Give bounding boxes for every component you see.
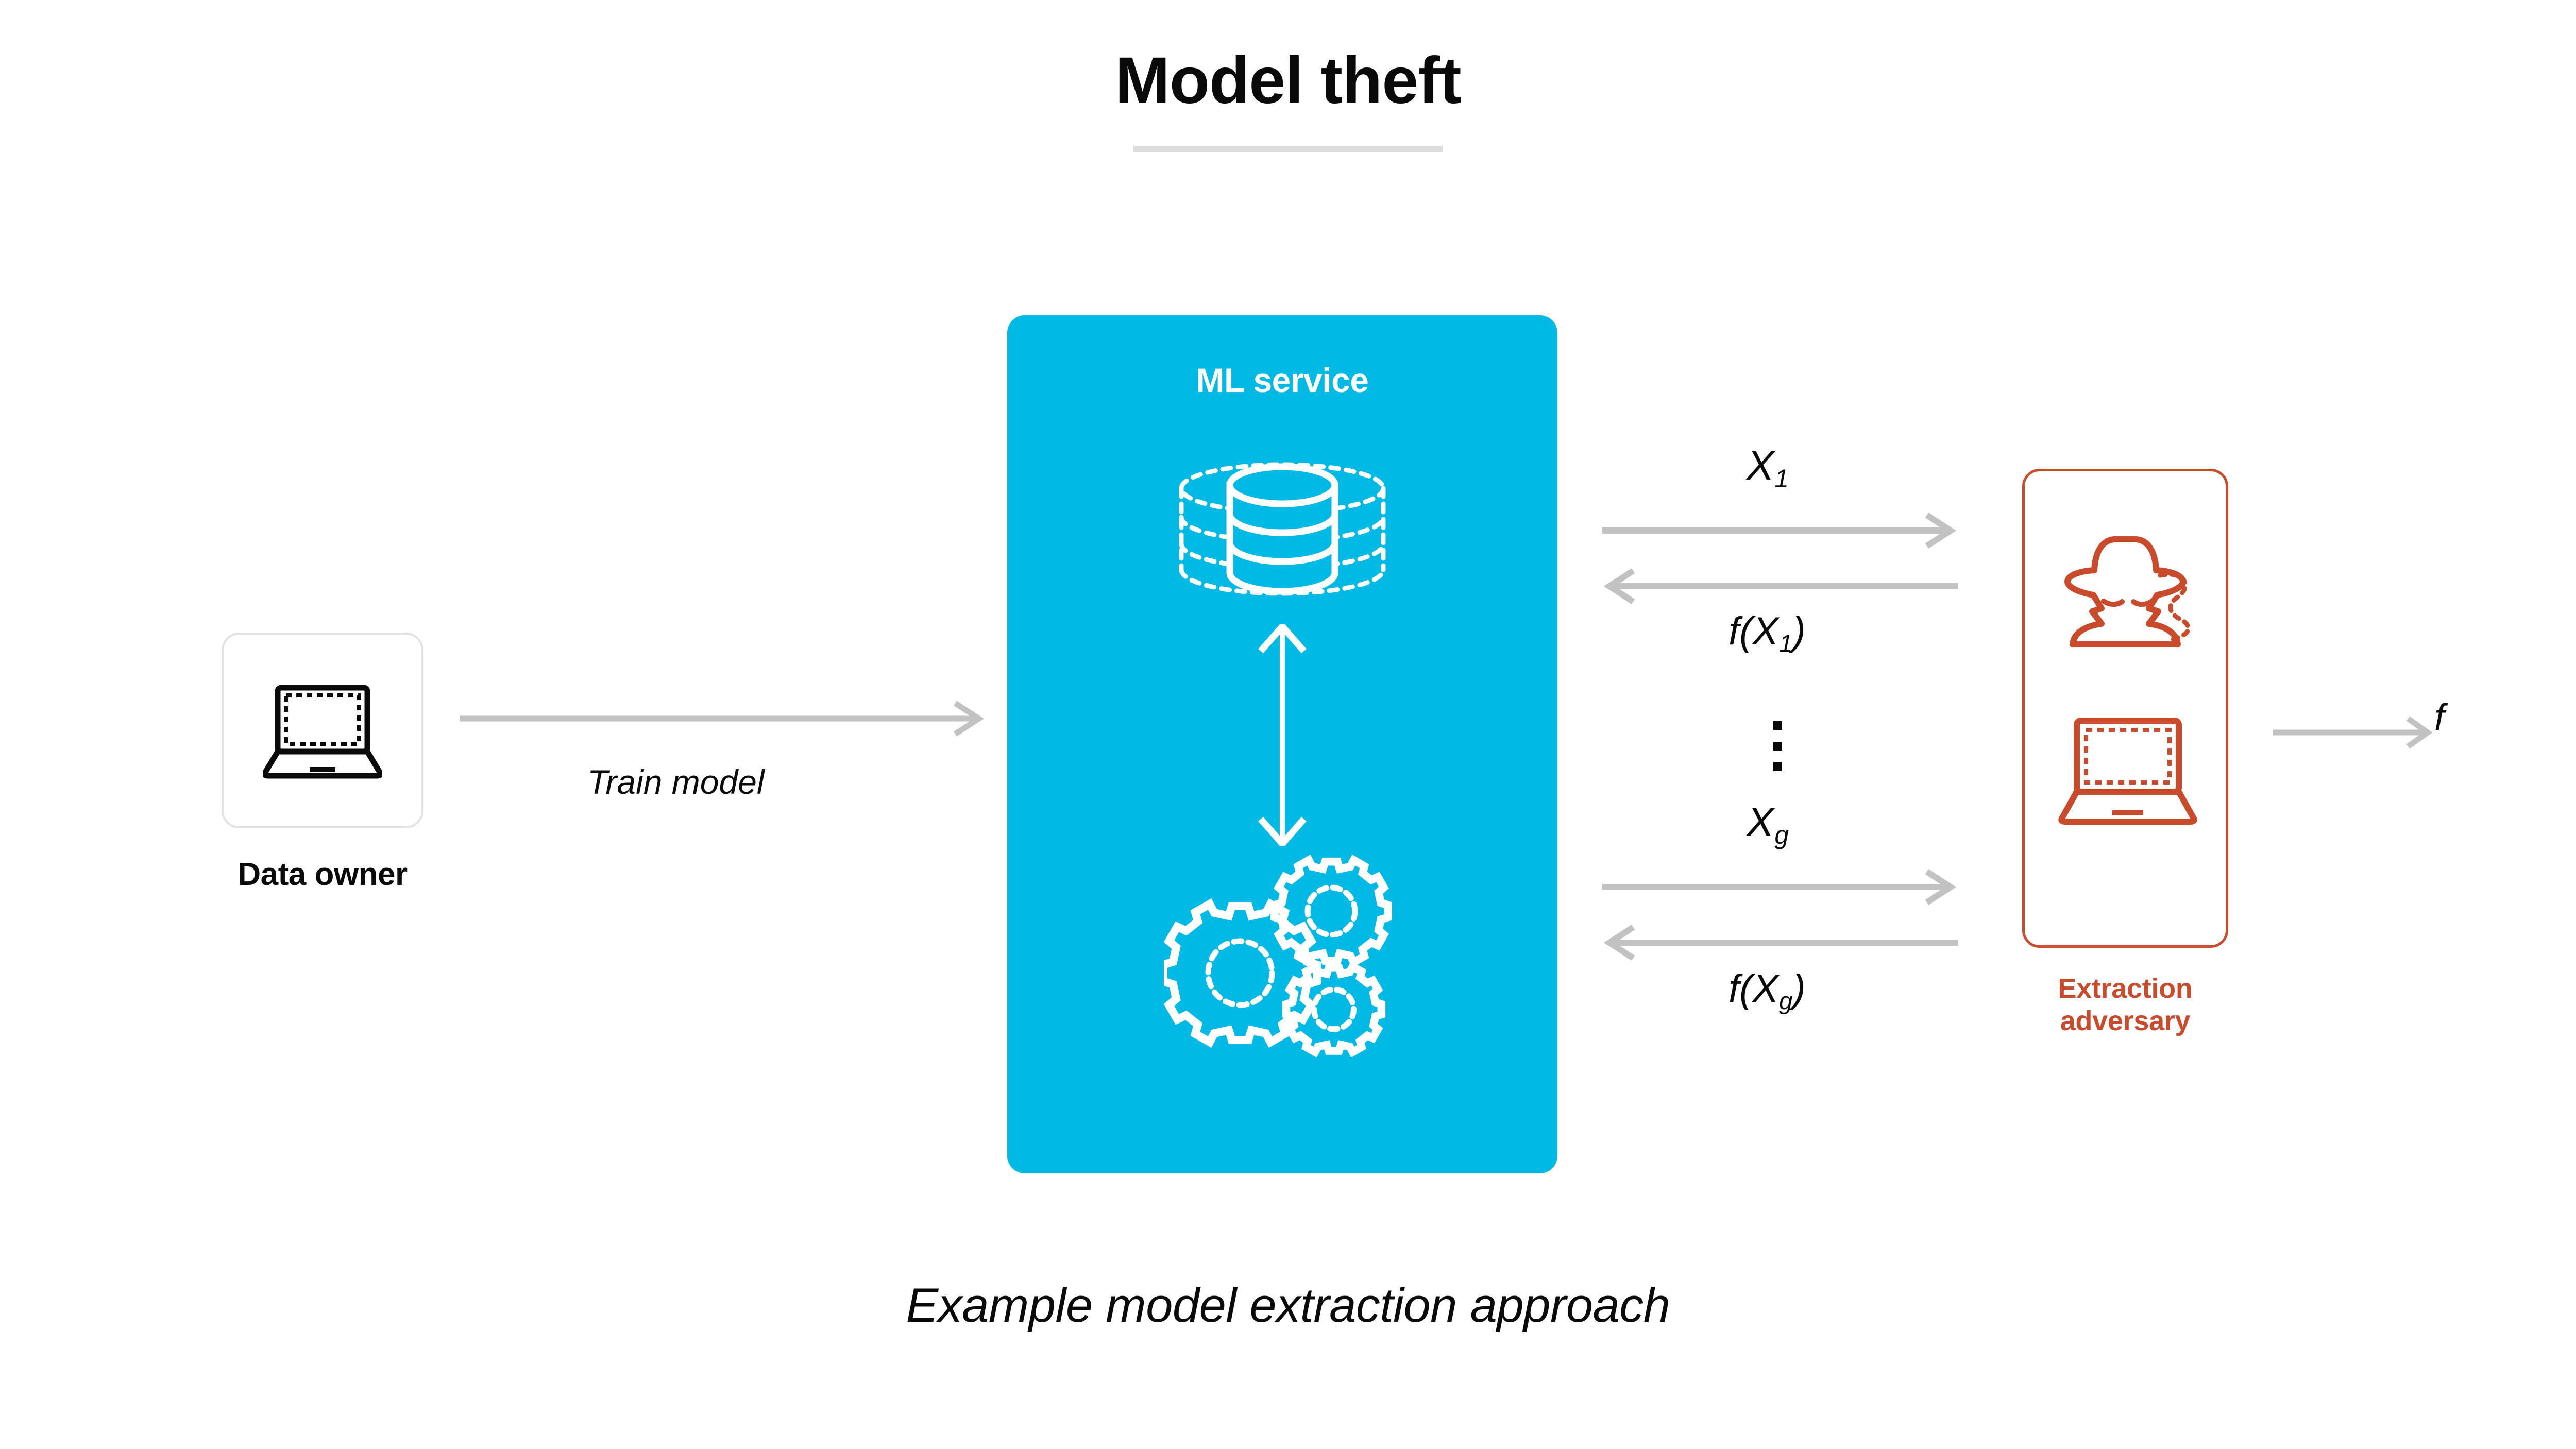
query-first-sub: 1 xyxy=(1774,464,1789,493)
extraction-adversary-label: Extraction adversary xyxy=(2022,973,2228,1037)
train-model-arrow xyxy=(460,701,985,737)
query-last-arrow xyxy=(1602,868,1956,906)
vertical-ellipsis-icon xyxy=(1771,721,1784,778)
response-last-base: f(X xyxy=(1728,967,1779,1011)
response-last-sub: g xyxy=(1779,987,1793,1015)
gears-icon xyxy=(1159,854,1393,1058)
laptop-icon xyxy=(2058,718,2197,825)
query-first-base: X xyxy=(1747,442,1774,488)
output-f-label: f xyxy=(2434,697,2445,738)
response-first-arrow xyxy=(1604,568,1958,605)
spy-icon-wrapper xyxy=(2048,523,2208,657)
page-title: Model theft xyxy=(1115,44,1462,117)
gears-icon-wrapper xyxy=(1159,851,1401,1058)
data-owner-node: Data owner xyxy=(222,633,428,893)
query-first-label: X1 xyxy=(1747,442,1789,493)
laptop-icon xyxy=(263,685,382,779)
extraction-adversary-node: Extraction adversary xyxy=(2022,469,2239,1037)
query-last-label: Xg xyxy=(1747,798,1789,850)
response-last-label: f(Xg) xyxy=(1728,966,1806,1015)
data-owner-box xyxy=(222,633,423,828)
train-model-label: Train model xyxy=(587,763,765,801)
output-arrow xyxy=(2273,716,2433,749)
query-last-sub: g xyxy=(1774,820,1789,849)
double-arrow-vertical-wrapper xyxy=(1231,621,1334,849)
response-first-label: f(X1) xyxy=(1728,609,1806,657)
adversary-label-line1: Extraction xyxy=(2058,973,2193,1004)
database-icon xyxy=(1179,462,1386,596)
response-last-arrow xyxy=(1604,924,1958,961)
ml-service-title: ML service xyxy=(1196,361,1369,399)
extraction-adversary-box xyxy=(2022,469,2228,948)
response-first-tail: ) xyxy=(1792,609,1806,653)
database-icon-wrapper xyxy=(1154,459,1411,599)
response-last-tail: ) xyxy=(1792,967,1806,1011)
spy-icon xyxy=(2064,536,2191,647)
title-divider xyxy=(1133,146,1443,152)
response-first-base: f(X xyxy=(1728,609,1779,653)
figure-caption: Example model extraction approach xyxy=(906,1278,1670,1332)
double-arrow-vertical-icon xyxy=(1258,621,1307,849)
response-first-sub: 1 xyxy=(1779,629,1793,657)
data-owner-label: Data owner xyxy=(238,857,408,892)
ml-service-box: ML service xyxy=(1007,315,1557,1173)
title-block: Model theft xyxy=(0,46,2576,152)
query-last-base: X xyxy=(1747,799,1774,845)
query-first-arrow xyxy=(1602,512,1956,549)
adversary-label-line2: adversary xyxy=(2060,1005,2191,1036)
adversary-laptop-wrapper xyxy=(2058,713,2197,832)
